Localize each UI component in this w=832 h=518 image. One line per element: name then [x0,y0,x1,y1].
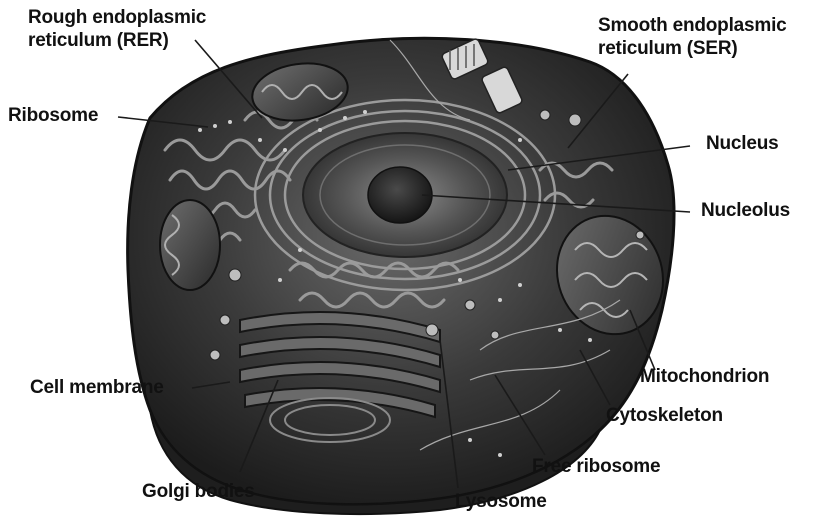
label-free-ribosome: Free ribosome [532,455,660,478]
label-lysosome: Lysosome [455,490,547,513]
label-ser-line1: Smooth endoplasmic [598,14,787,37]
label-rer-line2: reticulum (RER) [28,29,206,52]
label-golgi-bodies: Golgi bodies [142,480,255,503]
label-nucleus: Nucleus [706,132,779,155]
label-cytoskeleton: Cytoskeleton [606,404,723,427]
label-ser: Smooth endoplasmic reticulum (SER) [598,14,787,60]
label-rer-line1: Rough endoplasmic [28,6,206,29]
mitochondrion-left [160,200,220,290]
label-cell-membrane: Cell membrane [30,376,164,399]
label-ser-line2: reticulum (SER) [598,37,787,60]
label-rer: Rough endoplasmic reticulum (RER) [28,6,206,52]
label-mitochondrion: Mitochondrion [640,365,769,388]
label-ribosome: Ribosome [8,104,98,127]
label-nucleolus: Nucleolus [701,199,790,222]
